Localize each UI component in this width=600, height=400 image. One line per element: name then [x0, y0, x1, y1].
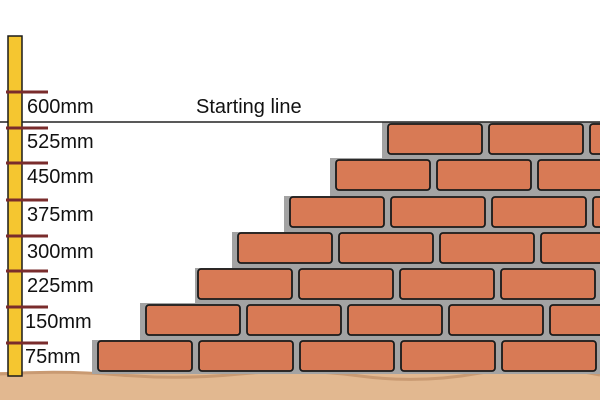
starting-line-label: Starting line	[196, 96, 302, 118]
brick	[436, 159, 532, 191]
brick	[299, 340, 395, 372]
brick	[491, 196, 587, 228]
gauge-label-375mm: 375mm	[27, 204, 94, 226]
brick	[488, 123, 584, 155]
brick	[399, 268, 495, 300]
gauge-label-525mm: 525mm	[27, 131, 94, 153]
brick	[246, 304, 342, 336]
gauge-label-150mm: 150mm	[25, 311, 92, 333]
brick	[390, 196, 486, 228]
brick	[237, 232, 333, 264]
gauge-label-300mm: 300mm	[27, 241, 94, 263]
brick	[335, 159, 431, 191]
brick	[338, 232, 434, 264]
gauge-label-600mm: 600mm	[27, 96, 94, 118]
brick	[439, 232, 535, 264]
gauge-rod	[7, 35, 23, 377]
gauge-label-225mm: 225mm	[27, 275, 94, 297]
gauge-label-450mm: 450mm	[27, 166, 94, 188]
brick	[145, 304, 241, 336]
brick	[549, 304, 600, 336]
brick	[589, 123, 600, 155]
brick	[387, 123, 483, 155]
brick	[537, 159, 600, 191]
brick	[592, 196, 600, 228]
ground	[0, 372, 600, 400]
brick	[500, 268, 596, 300]
brick	[298, 268, 394, 300]
brick-wall	[97, 123, 600, 372]
brick	[197, 268, 293, 300]
brick	[97, 340, 193, 372]
brick	[347, 304, 443, 336]
brick	[198, 340, 294, 372]
brick	[448, 304, 544, 336]
gauge-label-75mm: 75mm	[25, 346, 81, 368]
gauge-rod-markings	[6, 90, 48, 345]
brick	[400, 340, 496, 372]
brick	[289, 196, 385, 228]
brick	[501, 340, 597, 372]
brick	[540, 232, 600, 264]
